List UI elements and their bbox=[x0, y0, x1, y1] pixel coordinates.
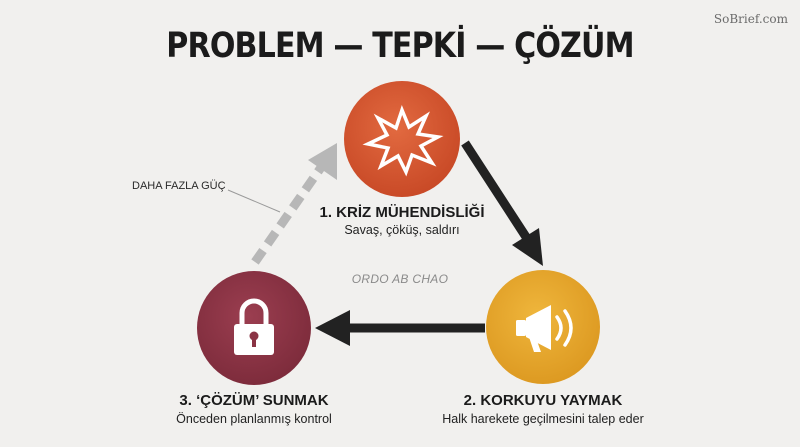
step-3-subtitle: Önceden planlanmış kontrol bbox=[176, 412, 332, 426]
step-1-node bbox=[344, 81, 460, 197]
explosion-icon bbox=[362, 104, 444, 177]
padlock-icon bbox=[234, 298, 274, 355]
step-3-title: 3. ‘ÇÖZÜM’ SUNMAK bbox=[179, 392, 329, 409]
watermark: SoBrief.com bbox=[713, 12, 788, 26]
step-1-subtitle: Savaş, çöküş, saldırı bbox=[344, 223, 460, 237]
page-title: PROBLEM — TEPKİ — ÇÖZÜM bbox=[166, 26, 634, 66]
arrow-crisis-to-fear bbox=[461, 140, 543, 266]
arrow-fear-to-solution bbox=[315, 310, 485, 346]
megaphone-icon bbox=[516, 305, 573, 352]
step-2-node bbox=[486, 270, 600, 384]
arrow-solution-to-crisis-dashed bbox=[251, 143, 337, 265]
side-label-pointer bbox=[227, 189, 281, 213]
side-label: DAHA FAZLA GÜÇ bbox=[132, 180, 226, 192]
step-2-title: 2. KORKUYU YAYMAK bbox=[463, 392, 623, 409]
step-1-title: 1. KRİZ MÜHENDİSLİĞİ bbox=[319, 204, 485, 221]
step-3-node bbox=[197, 271, 311, 385]
step-2-subtitle: Halk harekete geçilmesini talep eder bbox=[442, 412, 644, 426]
center-label: ORDO AB CHAO bbox=[351, 272, 449, 286]
